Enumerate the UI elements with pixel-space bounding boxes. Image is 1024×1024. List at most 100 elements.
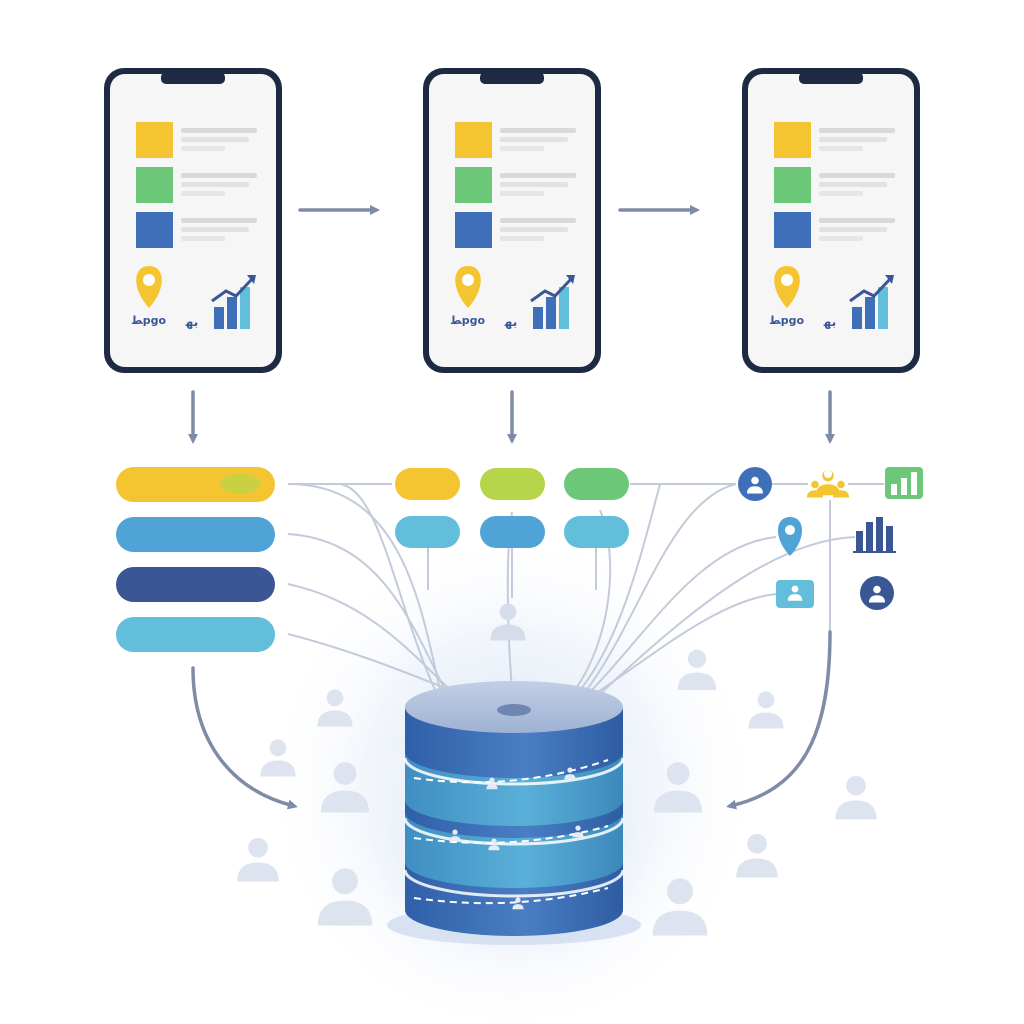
database-dashed-line	[413, 887, 609, 905]
chart-bar	[533, 307, 543, 329]
person-body	[787, 594, 803, 601]
chart-trend-line	[211, 277, 254, 303]
person-body	[833, 490, 849, 498]
list-line	[819, 173, 895, 178]
connector-curve	[287, 633, 456, 693]
list-line	[500, 218, 576, 223]
list-thumbnail	[455, 212, 492, 248]
list-thumbnail	[455, 167, 492, 203]
location-pin-icon	[455, 266, 481, 308]
chart-trend-line	[849, 277, 892, 303]
person-head	[452, 829, 458, 835]
list-line	[500, 236, 544, 241]
phone-notch	[799, 72, 863, 84]
user-node-icon	[488, 838, 500, 851]
list-line	[819, 182, 887, 187]
person-body	[317, 900, 373, 926]
connector-curve	[599, 536, 856, 695]
phone-badge-left: ﻄpgo	[131, 314, 166, 327]
data-pill	[395, 468, 460, 500]
middle-pill-grid	[395, 468, 629, 548]
user-node-icon	[449, 829, 461, 842]
phone-badge-right: ﺑﻬ	[504, 315, 517, 329]
person-body	[736, 858, 778, 878]
person-body	[807, 490, 823, 498]
location-pin-icon	[136, 266, 162, 308]
user-node-icon	[486, 777, 498, 790]
background-person-icon	[317, 689, 353, 727]
list-line	[500, 191, 544, 196]
list-line	[181, 173, 257, 178]
chart-bar	[546, 297, 556, 329]
person-body	[488, 845, 500, 851]
data-pill	[564, 468, 629, 500]
phone-notch	[480, 72, 544, 84]
list-thumbnail	[136, 167, 173, 203]
background-person-icon	[652, 878, 708, 936]
background-person-icon	[237, 837, 279, 882]
list-line	[181, 128, 257, 133]
list-line	[819, 191, 863, 196]
background-person-icon	[317, 868, 373, 926]
connector-curve	[287, 533, 446, 691]
connector-curve	[584, 483, 737, 693]
list-line	[500, 173, 576, 178]
connector-curve	[579, 483, 661, 691]
person-head	[332, 868, 358, 895]
pin-body	[774, 266, 800, 308]
person-body	[317, 710, 353, 727]
connector-curve	[589, 536, 777, 693]
person-body	[835, 800, 877, 820]
person-head	[846, 775, 866, 796]
bar-chart-icon	[853, 517, 896, 553]
person-head	[757, 691, 775, 709]
list-thumbnail	[774, 122, 811, 158]
chart-bar	[891, 484, 897, 495]
background-person-icon	[677, 649, 717, 690]
person-head	[248, 837, 268, 858]
chart-trend-line	[530, 277, 573, 303]
chart-bar	[866, 522, 873, 551]
chart-bar	[901, 478, 907, 495]
list-thumbnail	[774, 212, 811, 248]
person-head	[811, 480, 819, 489]
chart-bar	[214, 307, 224, 329]
connector-lines	[287, 483, 884, 695]
background-person-icon	[260, 739, 296, 777]
user-id-card-icon	[776, 580, 814, 608]
data-bar	[116, 567, 275, 602]
person-head	[567, 767, 573, 773]
growth-chart-icon	[530, 275, 575, 329]
person-body	[747, 486, 763, 494]
background-person-icon	[736, 833, 778, 878]
list-line	[819, 146, 863, 151]
person-body	[490, 624, 526, 641]
right-icon-cluster	[738, 467, 923, 610]
person-icon	[807, 480, 823, 498]
phone-badge-right: ﺑﻬ	[823, 315, 836, 329]
data-pill	[480, 516, 545, 548]
list-line	[181, 218, 257, 223]
person-head	[791, 585, 799, 593]
person-head	[326, 689, 344, 707]
person-head	[837, 480, 845, 489]
list-line	[181, 236, 225, 241]
database-top-hole	[497, 704, 531, 716]
list-line	[500, 128, 576, 133]
list-line	[181, 137, 249, 142]
list-thumbnail	[136, 122, 173, 158]
database-dashed-line	[413, 825, 609, 844]
person-body	[321, 790, 369, 813]
phone-badge-left: ﻄpgo	[450, 314, 485, 327]
list-line	[500, 137, 568, 142]
pin-body	[455, 266, 481, 308]
growth-chart-icon	[211, 275, 256, 329]
pin-body	[777, 517, 803, 556]
connector-curve	[339, 483, 436, 691]
phone-badge-right: ﺑﻬ	[185, 315, 198, 329]
database-separator	[403, 817, 625, 846]
person-body	[449, 836, 461, 842]
person-body	[869, 595, 885, 603]
list-thumbnail	[774, 167, 811, 203]
